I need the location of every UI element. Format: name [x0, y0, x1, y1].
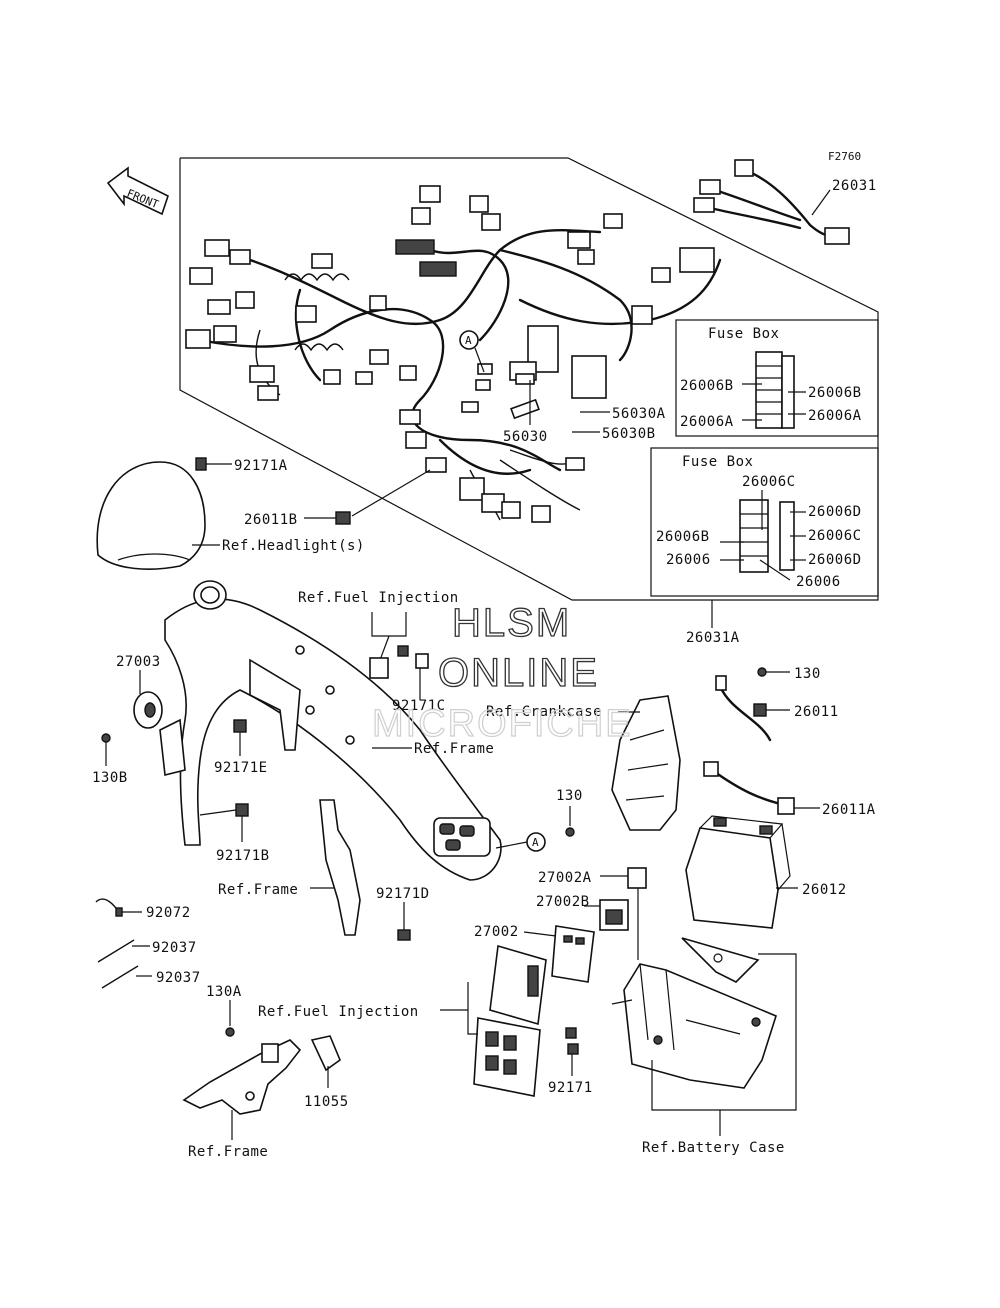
part-26011A-label: 26011A: [822, 802, 876, 818]
battery-26012: [685, 815, 791, 929]
bolt-130A: [225, 1027, 235, 1037]
fuse-box-1: Fuse Box 26006B 26006A 26006B 26006A: [675, 319, 879, 437]
part-26012-label: 26012: [802, 882, 847, 898]
part-27002B-label: 27002B: [536, 894, 590, 910]
watermark-line-2: ONLINE: [438, 651, 599, 695]
part-92037-label-2: 92037: [156, 970, 201, 986]
callout-a-top: A: [459, 330, 485, 373]
callout-a-bottom: A: [495, 832, 546, 852]
part-27002A-label: 27002A: [538, 870, 592, 886]
harness-outline: [179, 157, 879, 601]
part-92037-1: [97, 939, 135, 963]
fuse-box-2-label-26006-left: 26006: [666, 552, 711, 568]
ref-fuel-injection-label-2: Ref.Fuel Injection: [258, 1004, 419, 1020]
frame-bracket: [319, 799, 361, 936]
ref-frame-label-2: Ref.Frame: [218, 882, 298, 898]
part-92171: [565, 1027, 579, 1055]
bolt-130-upper: [757, 667, 767, 677]
part-11055-label: 11055: [304, 1094, 349, 1110]
part-92171B: [235, 803, 249, 817]
fuse-box-1-title: Fuse Box: [708, 326, 779, 342]
figure-code: F2760: [828, 150, 861, 163]
part-27002-label: 27002: [474, 924, 519, 940]
part-11055: [310, 1035, 341, 1072]
main-wiring-harness: [185, 185, 722, 523]
part-92072-label: 92072: [146, 905, 191, 921]
ref-fuel-injection-label-1: Ref.Fuel Injection: [298, 590, 459, 606]
mounting-bracket: [182, 1039, 302, 1115]
leader-fuel-injection-2: [467, 982, 478, 1035]
part-26031A-label: 26031A: [686, 630, 740, 646]
part-92037-2: [101, 965, 139, 989]
frame: [159, 580, 502, 881]
cable-26011A: [703, 761, 795, 815]
fuse-box-1-label-26006A-right: 26006A: [808, 408, 862, 424]
part-27003: [101, 691, 163, 743]
watermark-line-3: MICROFICHE: [372, 703, 633, 745]
part-130B-label: 130B: [92, 770, 128, 786]
watermark: HLSM ONLINE MICROFICHE: [371, 600, 633, 745]
part-92171C-label: 92171C: [392, 698, 446, 714]
svg-text:A: A: [465, 334, 472, 347]
part-92171B-label: 92171B: [216, 848, 270, 864]
part-56030B-label: 56030B: [602, 426, 656, 442]
fuse-box-2-label-26006C-top: 26006C: [742, 474, 796, 490]
part-130A-label: 130A: [206, 984, 242, 1000]
part-92072: [95, 898, 123, 917]
leader-27002: [523, 931, 557, 937]
part-26011B-label: 26011B: [244, 512, 298, 528]
part-92171-label: 92171: [548, 1080, 593, 1096]
fuse-box-2-title: Fuse Box: [682, 454, 753, 470]
sensor-bracket: [369, 645, 429, 679]
part-130-label-2: 130: [556, 788, 583, 804]
fuse-box-1-label-26006B-right: 26006B: [808, 385, 862, 401]
part-27002B: [599, 899, 629, 931]
bolt-130-lower: [565, 827, 575, 837]
part-26031-label: 26031: [832, 178, 877, 194]
part-92171E: [233, 719, 247, 733]
fuse-box-2-label-26006-bottom: 26006: [796, 574, 841, 590]
part-56030A-label: 56030A: [612, 406, 666, 422]
battery-case: [611, 937, 777, 1089]
fuse-box-1-label-26006A-left: 26006A: [680, 414, 734, 430]
part-92037-label-1: 92037: [152, 940, 197, 956]
fuse-box-2-label-26006C: 26006C: [808, 528, 862, 544]
part-92171E-label: 92171E: [214, 760, 268, 776]
ref-battery-case-label: Ref.Battery Case: [642, 1140, 785, 1156]
headlight-shell: [96, 457, 207, 570]
part-130-label-1: 130: [794, 666, 821, 682]
fuse-box-2-label-26006D-1: 26006D: [808, 504, 862, 520]
part-92171A-label: 92171A: [234, 458, 288, 474]
front-arrow-icon: FRONT: [106, 166, 169, 216]
ref-headlight-label: Ref.Headlight(s): [222, 538, 365, 554]
leader-fuel-injection-1: [371, 612, 407, 637]
leader-battery-case: [651, 953, 797, 1111]
leader-fuel-injection-1b: [379, 635, 390, 661]
ecu-bracket: [473, 1017, 541, 1097]
crankcase-cover: [611, 695, 681, 831]
ref-frame-label-3: Ref.Frame: [188, 1144, 268, 1160]
fuse-box-2-label-26006B: 26006B: [656, 529, 710, 545]
part-27002A: [627, 867, 647, 889]
ref-crankcase-label: Ref.Crankcase: [486, 704, 602, 720]
ref-frame-label-1: Ref.Frame: [414, 741, 494, 757]
part-92171D-label: 92171D: [376, 886, 430, 902]
sub-harness-26031: [693, 159, 850, 245]
fuse-box-1-label-26006B-left: 26006B: [680, 378, 734, 394]
part-26011B: [335, 511, 351, 525]
part-27002: [551, 925, 595, 983]
fuse-box-2-label-26006D-2: 26006D: [808, 552, 862, 568]
part-27003-label: 27003: [116, 654, 161, 670]
svg-text:A: A: [532, 836, 539, 849]
part-92171D: [397, 929, 411, 941]
part-26011-label: 26011: [794, 704, 839, 720]
ecu-module: [489, 944, 547, 1026]
watermark-line-1: HLSM: [452, 601, 571, 645]
part-56030-label: 56030: [503, 429, 548, 445]
fuse-box-2: Fuse Box 26006C 26006B 26006 26006D 2600…: [650, 447, 879, 597]
leader-92171B-a: [199, 809, 237, 816]
cable-26011: [715, 675, 772, 742]
leader-26011B-harness: [351, 469, 431, 517]
